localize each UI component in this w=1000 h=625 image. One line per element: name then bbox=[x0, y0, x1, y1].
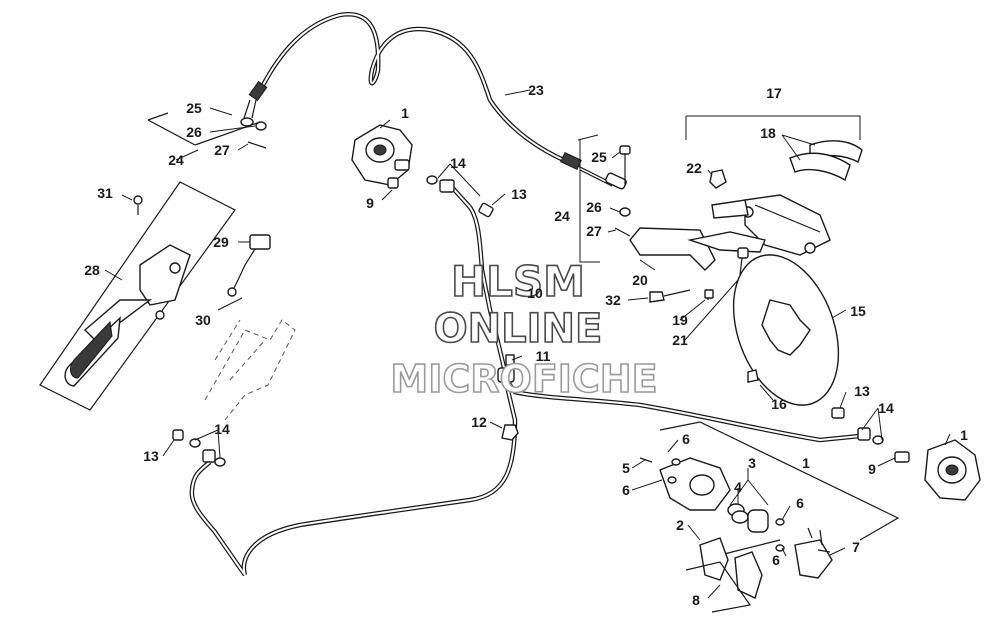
callout-26: 26 bbox=[186, 124, 202, 140]
callout-17: 17 bbox=[766, 85, 782, 101]
callout-13: 13 bbox=[143, 448, 159, 464]
callout-25: 25 bbox=[186, 100, 202, 116]
callout-13: 13 bbox=[511, 186, 527, 202]
callout-11: 11 bbox=[536, 348, 551, 364]
callout-4: 4 bbox=[734, 479, 742, 495]
callout-28: 28 bbox=[84, 262, 100, 278]
brake-disc bbox=[732, 254, 840, 406]
watermark-line-3: MICROFICHE bbox=[390, 357, 657, 401]
callout-1: 1 bbox=[960, 427, 968, 443]
callout-26: 26 bbox=[586, 199, 602, 215]
brake-caliper-lower-right bbox=[894, 439, 981, 501]
parking-brake-caliper bbox=[614, 140, 863, 303]
callout-19: 19 bbox=[672, 312, 688, 328]
brake-lines bbox=[172, 175, 884, 577]
callout-18: 18 bbox=[760, 125, 776, 141]
callout-12: 12 bbox=[471, 414, 487, 430]
callout-23: 23 bbox=[528, 82, 544, 98]
callout-32: 32 bbox=[605, 292, 621, 308]
callout-24: 24 bbox=[168, 152, 184, 168]
callout-22: 22 bbox=[686, 160, 702, 176]
callout-14: 14 bbox=[878, 400, 894, 416]
callout-7: 7 bbox=[852, 539, 860, 555]
callout-6: 6 bbox=[796, 495, 804, 511]
callout-27: 27 bbox=[586, 223, 602, 239]
watermark-line-2: ONLINE bbox=[434, 306, 603, 352]
callout-3: 3 bbox=[748, 455, 756, 471]
callout-13: 13 bbox=[854, 383, 870, 399]
parking-brake-lever bbox=[39, 181, 296, 421]
callout-9: 9 bbox=[366, 195, 374, 211]
callout-20: 20 bbox=[632, 272, 648, 288]
callout-16: 16 bbox=[771, 396, 787, 412]
cable-end-hardware-left bbox=[147, 112, 267, 149]
callout-31: 31 bbox=[97, 185, 113, 201]
callout-2: 2 bbox=[676, 517, 684, 533]
brake-caliper-upper bbox=[351, 124, 413, 189]
callout-25: 25 bbox=[591, 149, 607, 165]
callout-15: 15 bbox=[850, 303, 866, 319]
leader-lines bbox=[104, 89, 951, 599]
callout-27: 27 bbox=[214, 142, 230, 158]
callout-10: 10 bbox=[527, 285, 543, 301]
watermark-line-1: HLSM bbox=[451, 257, 585, 306]
callout-6: 6 bbox=[622, 482, 630, 498]
watermark: HLSM ONLINE MICROFICHE bbox=[390, 256, 659, 402]
callout-1: 1 bbox=[802, 455, 810, 471]
callout-6: 6 bbox=[682, 431, 690, 447]
callout-6: 6 bbox=[772, 552, 780, 568]
callout-1: 1 bbox=[401, 105, 409, 121]
callout-9: 9 bbox=[868, 461, 876, 477]
caliper-exploded-parts bbox=[639, 421, 900, 613]
callout-21: 21 bbox=[672, 332, 688, 348]
callout-labels: 1 1 1 2 3 4 5 6 6 6 6 7 8 9 9 10 11 12 1… bbox=[84, 82, 968, 608]
callout-14: 14 bbox=[214, 421, 230, 437]
callout-14: 14 bbox=[450, 155, 466, 171]
callout-8: 8 bbox=[692, 592, 700, 608]
callout-5: 5 bbox=[622, 460, 630, 476]
parking-brake-cable bbox=[243, 12, 627, 190]
callout-30: 30 bbox=[195, 312, 211, 328]
callout-29: 29 bbox=[213, 234, 229, 250]
callout-24: 24 bbox=[554, 208, 570, 224]
